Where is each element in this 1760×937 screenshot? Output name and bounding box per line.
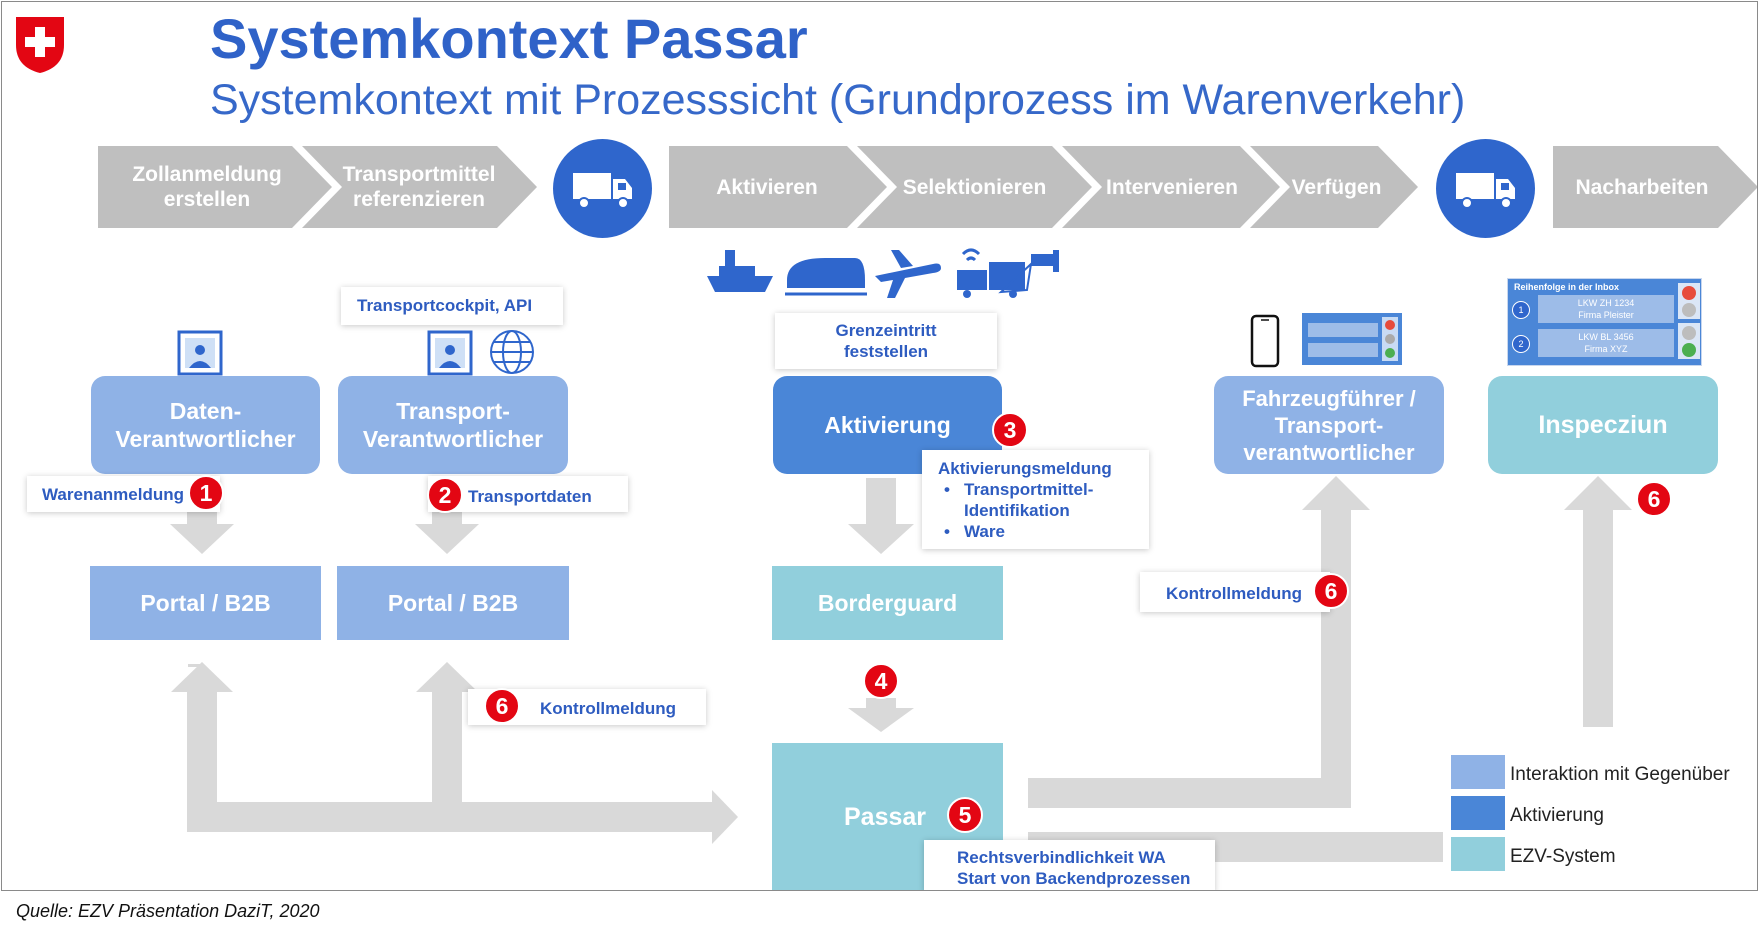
connector-right	[1028, 778, 1351, 808]
rechtsverbindlichkeit-line2: Start von Backendprozessen	[957, 869, 1191, 888]
page-title: Systemkontext Passar	[210, 7, 808, 70]
legend-label: Aktivierung	[1510, 805, 1604, 826]
step-badge-6: 6	[484, 688, 520, 724]
arrow-down-3	[848, 478, 914, 554]
warenanmeldung-callout: Warenanmeldung	[27, 476, 220, 512]
train-icon	[785, 258, 867, 296]
inbox-row[interactable]: LKW ZH 1234 Firma Pleister	[1538, 295, 1674, 323]
process-chevrons	[98, 146, 1757, 228]
connector-inspect-up	[1583, 507, 1613, 727]
transport-icons	[707, 248, 1059, 298]
aktivierungsmeldung-callout: Aktivierungsmeldung Transportmittel-Iden…	[922, 450, 1149, 549]
step-zollanmeldung: Zollanmeldung erstellen	[132, 163, 282, 211]
aktivierungsmeldung-item: Ware	[938, 521, 1149, 542]
inbox-row-line2: Firma XYZ	[1584, 344, 1628, 354]
truck-icon	[573, 173, 632, 209]
grenzeintritt-callout: Grenzeintritt feststellen	[775, 313, 997, 369]
camera-icon	[998, 250, 1059, 294]
chevron-4	[857, 146, 1092, 228]
user-screen-icon	[177, 330, 223, 376]
chevron-3	[669, 146, 887, 228]
step-aktivieren: Aktivieren	[716, 175, 818, 199]
legend-label: Interaktion mit Gegenüber	[1510, 764, 1730, 785]
inbox-row-num: 1	[1512, 301, 1530, 319]
chevron-1	[98, 146, 332, 228]
source-caption: Quelle: EZV Präsentation DaziT, 2020	[16, 901, 320, 921]
legend-swatch	[1451, 796, 1505, 830]
step-transportmittel: Transportmittel referenzieren	[342, 163, 496, 211]
user-screen-icon	[427, 330, 473, 376]
step-intervenieren: Intervenieren	[1106, 175, 1238, 199]
arrow-down-4	[848, 698, 914, 732]
arrow-right-passar-head	[712, 790, 738, 844]
step-badge-4: 4	[863, 663, 899, 699]
actor-daten-verantwortlicher[interactable]: Daten-Verantwortlicher	[91, 376, 320, 474]
airplane-icon	[875, 250, 941, 298]
step-selektionieren: Selektionieren	[902, 175, 1047, 199]
chevron-7	[1553, 146, 1757, 228]
rechtsverbindlichkeit-line1: Rechtsverbindlichkeit WA	[957, 848, 1166, 867]
legend-swatch	[1451, 837, 1505, 871]
inbox-row-line1: LKW BL 3456	[1578, 332, 1634, 342]
step-badge-2: 2	[427, 477, 463, 513]
actor-inspecziun[interactable]: Inspecziun	[1488, 376, 1718, 474]
smartphone-icon	[1250, 314, 1280, 368]
ship-icon	[707, 250, 773, 292]
chevron-5	[1062, 146, 1280, 228]
inbox-row[interactable]: LKW BL 3456 Firma XYZ	[1538, 329, 1674, 357]
step-badge-5: 5	[947, 797, 983, 833]
aktivierungsmeldung-title: Aktivierungsmeldung	[938, 459, 1112, 478]
arrow-up-fahrzeug	[1302, 476, 1370, 510]
actor-transport-verantwortlicher[interactable]: Transport-Verantwortlicher	[338, 376, 568, 474]
arrow-down-1	[170, 502, 234, 554]
inbox-row-line2: Firma Pleister	[1578, 310, 1634, 320]
rechtsverbindlichkeit-callout: Rechtsverbindlichkeit WA Start von Backe…	[924, 840, 1215, 890]
inbox-title: Reihenfolge in der Inbox	[1514, 282, 1620, 292]
inbox-panel: Reihenfolge in der Inbox 1 LKW ZH 1234 F…	[1507, 278, 1702, 366]
step-badge-6: 6	[1636, 481, 1672, 517]
step-verfuegen: Verfügen	[1291, 175, 1382, 199]
actor-fahrzeugfuehrer[interactable]: Fahrzeugführer / Transport-verantwortlic…	[1214, 376, 1444, 474]
traffic-light-icon	[1678, 283, 1700, 359]
aktivierungsmeldung-item: Transportmittel-Identifikation	[938, 479, 1098, 521]
system-portal-b2b-2[interactable]: Portal / B2B	[337, 566, 569, 640]
arrow-up-inspect	[1564, 476, 1632, 510]
step-nacharbeiten: Nacharbeiten	[1575, 175, 1709, 199]
arrow-up-portal2	[416, 662, 478, 802]
connector-right-up	[1321, 507, 1351, 808]
connector-arrows	[170, 476, 1632, 862]
globe-icon	[490, 330, 534, 374]
chevron-2	[302, 146, 537, 228]
inbox-row-line1: LKW ZH 1234	[1577, 298, 1635, 308]
truck-circle-1	[553, 139, 652, 238]
arrow-up-portal1	[171, 662, 233, 802]
system-portal-b2b-1[interactable]: Portal / B2B	[90, 566, 321, 640]
step-badge-1: 1	[188, 475, 224, 511]
truck-icon	[1456, 173, 1515, 209]
slide: Systemkontext Passar Systemkontext mit P…	[1, 1, 1758, 891]
legend-label: EZV-System	[1510, 846, 1616, 867]
kontrollmeldung-right-callout: Kontrollmeldung	[1140, 572, 1330, 612]
transportcockpit-callout: Transportcockpit, API	[341, 287, 563, 325]
step-badge-3: 3	[992, 412, 1028, 448]
page-subtitle: Systemkontext mit Prozesssicht (Grundpro…	[210, 76, 1466, 124]
mini-inbox-icon	[1302, 313, 1402, 365]
arrow-down-2	[415, 502, 479, 554]
chevron-6	[1250, 146, 1418, 228]
step-badge-6: 6	[1313, 573, 1349, 609]
truck-circle-2	[1436, 139, 1535, 238]
inbox-row-num: 2	[1512, 335, 1530, 353]
grenzeintritt-text: Grenzeintritt feststellen	[835, 321, 937, 361]
swiss-cross-icon	[16, 17, 64, 73]
legend-swatch	[1451, 755, 1505, 789]
connector-horizontal	[187, 802, 715, 832]
system-borderguard[interactable]: Borderguard	[772, 566, 1003, 640]
